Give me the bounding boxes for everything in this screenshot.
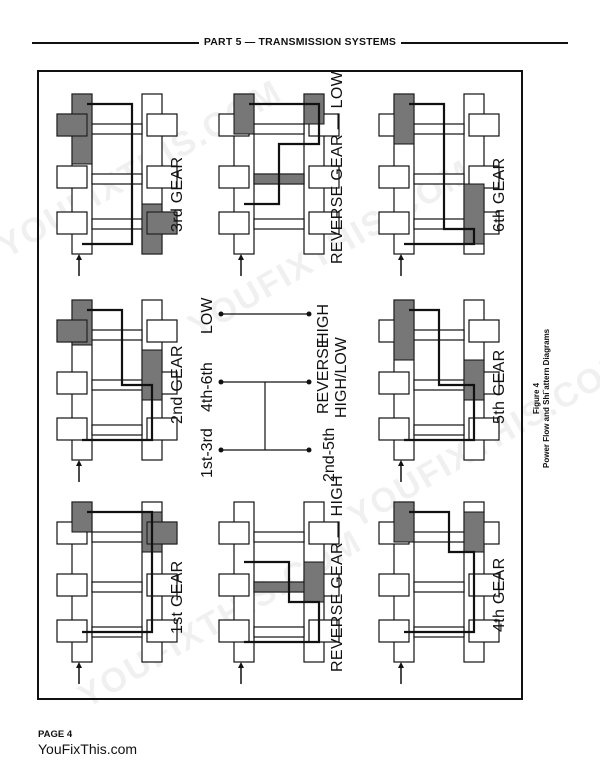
diagram-1st-gear — [47, 492, 197, 687]
shift-label-reverse: REVERSE — [315, 337, 332, 414]
diagram-4th-gear — [369, 492, 519, 687]
site-name: YouFixThis.com — [38, 741, 138, 757]
transmission-schematic — [378, 299, 500, 482]
shift-label-2nd-5th: 2nd-5th — [321, 427, 338, 482]
shift-label-low: LOW — [199, 297, 216, 334]
page-footer: PAGE 4 YouFixThis.com — [38, 729, 137, 757]
figure-title: Power Flow and Shi˝attern Diagrams — [542, 328, 551, 468]
label-6th-gear: 6th GEAR — [491, 157, 508, 232]
diagram-reverse-low — [209, 84, 359, 279]
section-title: PART 5 — TRANSMISSION SYSTEMS — [198, 36, 402, 48]
figure-caption: Figure 4 Power Flow and Shi˝attern Diagr… — [532, 329, 552, 468]
label-2nd-gear: 2nd GEAR — [169, 345, 186, 424]
figure-number: Figure 4 — [532, 382, 541, 414]
transmission-schematic — [218, 501, 340, 684]
page-number: PAGE 4 — [38, 729, 73, 740]
shift-pattern-diagram — [218, 311, 312, 453]
page-header: PART 5 — TRANSMISSION SYSTEMS — [32, 36, 568, 50]
diagram-6th-gear — [369, 84, 519, 279]
label-reverse-low: REVERSE GEAR — LOW — [329, 71, 346, 264]
transmission-schematic — [378, 93, 500, 276]
label-1st-gear: 1st GEAR — [169, 560, 186, 634]
transmission-schematic — [378, 501, 500, 684]
label-3rd-gear: 3rd GEAR — [169, 156, 186, 232]
diagram-reverse-high — [209, 492, 359, 687]
diagram-3rd-gear — [47, 84, 197, 279]
figure-frame: 3rd GEAR — [37, 70, 523, 700]
diagram-5th-gear — [369, 290, 519, 485]
transmission-schematic — [218, 93, 340, 276]
label-4th-gear: 4th GEAR — [491, 557, 508, 632]
header-title-wrap: PART 5 — TRANSMISSION SYSTEMS — [32, 36, 568, 48]
diagram-2nd-gear — [47, 290, 197, 485]
label-5th-gear: 5th GEAR — [491, 349, 508, 424]
shift-label-4th-6th: 4th-6th — [199, 362, 216, 412]
transmission-schematic — [56, 501, 178, 684]
shift-label-high-low: HIGH/LOW — [333, 337, 350, 418]
transmission-schematic — [56, 93, 178, 276]
label-reverse-high: REVERSE GEAR — HIGH — [329, 475, 346, 672]
shift-label-1st-3rd: 1st-3rd — [199, 428, 216, 478]
transmission-schematic — [56, 299, 178, 482]
